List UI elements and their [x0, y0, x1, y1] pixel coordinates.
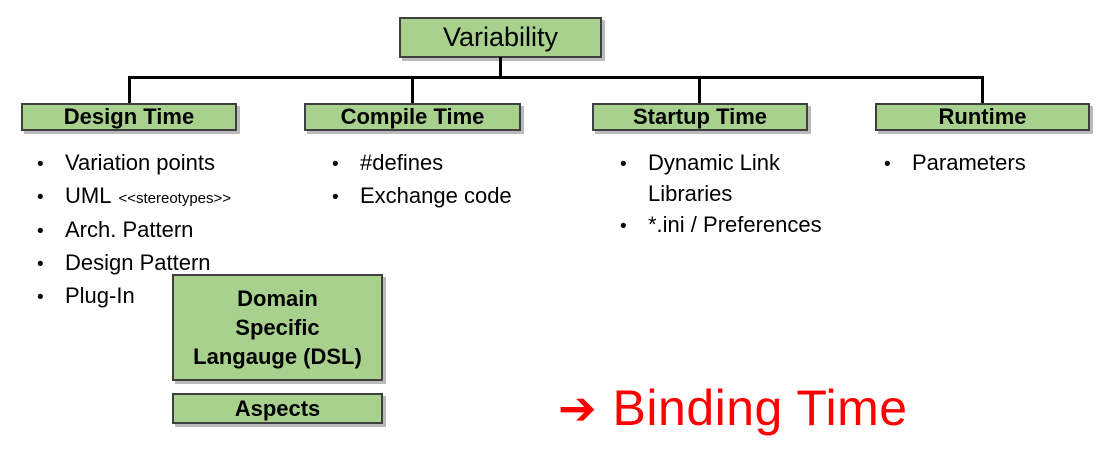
list-item: • *.ini / Preferences — [620, 209, 823, 242]
list-item: • Arch. Pattern — [37, 214, 231, 247]
list-item-label: Exchange code — [360, 183, 512, 208]
bullet-icon: • — [37, 154, 44, 175]
list-item-label: UML — [65, 183, 112, 208]
list-item-label: Plug-In — [65, 283, 135, 308]
runtime-list: • Parameters — [884, 147, 1026, 180]
bullet-icon: • — [37, 187, 44, 208]
list-item: • Exchange code — [332, 180, 512, 213]
dsl-box: Domain Specific Langauge (DSL) — [172, 274, 383, 381]
list-item: • UML <<stereotypes>> — [37, 180, 231, 214]
connector-drop-design-time — [128, 76, 131, 104]
variability-label: Variability — [442, 22, 559, 52]
connector-horizontal — [128, 76, 984, 79]
header-box-startup-time: Startup Time — [592, 103, 808, 131]
list-item: • #defines — [332, 147, 512, 180]
list-item: • Dynamic Link Libraries — [620, 147, 823, 209]
list-item-sublabel: <<stereotypes>> — [118, 190, 232, 207]
bullet-icon: • — [37, 287, 44, 308]
list-item-label: Dynamic Link Libraries — [648, 150, 781, 206]
list-item: • Variation points — [37, 147, 231, 180]
arrow-right-icon: ➔ — [558, 382, 597, 434]
header-label-runtime: Runtime — [938, 104, 1027, 129]
variability-box: Variability — [399, 17, 602, 58]
header-label-design-time: Design Time — [63, 104, 195, 129]
header-box-runtime: Runtime — [875, 103, 1090, 131]
bullet-icon: • — [884, 154, 891, 175]
binding-time-annotation: ➔ Binding Time — [558, 383, 908, 433]
list-item-label: Design Pattern — [65, 250, 211, 275]
list-item-label: #defines — [360, 150, 444, 175]
connector-drop-startup-time — [698, 76, 701, 104]
compile-time-list: • #defines • Exchange code — [332, 147, 512, 213]
design-time-list: • Variation points • UML <<stereotypes>>… — [37, 147, 231, 313]
header-label-compile-time: Compile Time — [340, 104, 485, 129]
aspects-box: Aspects — [172, 393, 383, 424]
bullet-icon: • — [37, 221, 44, 242]
list-item-label: Variation points — [65, 150, 216, 175]
connector-root-vertical — [499, 57, 502, 78]
bullet-icon: • — [620, 154, 627, 175]
connector-drop-runtime — [981, 76, 984, 104]
list-item: • Parameters — [884, 147, 1026, 180]
aspects-label: Aspects — [234, 395, 321, 421]
list-item: • Plug-In — [37, 280, 231, 313]
binding-time-label: Binding Time — [612, 380, 908, 436]
bullet-icon: • — [620, 216, 627, 237]
header-box-compile-time: Compile Time — [304, 103, 521, 131]
header-label-startup-time: Startup Time — [632, 104, 768, 129]
list-item-label: *.ini / Preferences — [648, 212, 822, 237]
dsl-label: Domain Specific Langauge (DSL) — [193, 286, 362, 369]
bullet-icon: • — [332, 154, 339, 175]
list-item-label: Arch. Pattern — [65, 217, 194, 242]
header-box-design-time: Design Time — [21, 103, 237, 131]
bullet-icon: • — [37, 254, 44, 275]
list-item-label: Parameters — [912, 150, 1026, 175]
connector-drop-compile-time — [411, 76, 414, 104]
bullet-icon: • — [332, 187, 339, 208]
list-item: • Design Pattern — [37, 247, 231, 280]
startup-time-list: • Dynamic Link Libraries • *.ini / Prefe… — [620, 147, 823, 242]
